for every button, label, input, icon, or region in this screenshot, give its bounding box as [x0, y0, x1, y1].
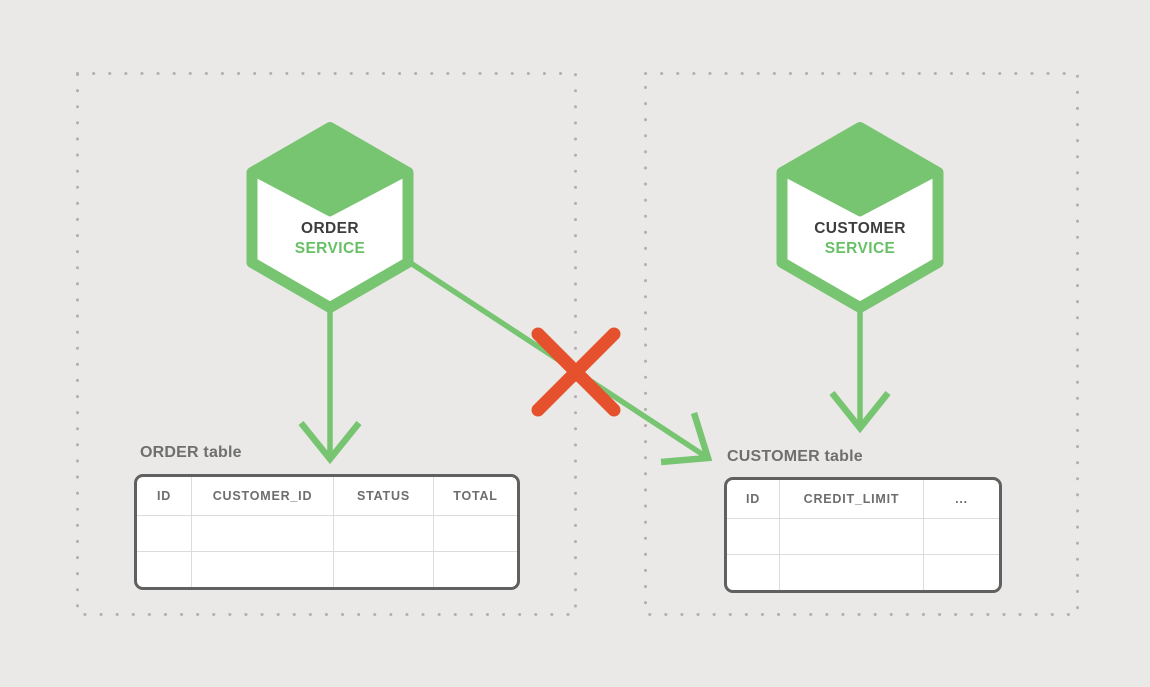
empty-cell — [780, 555, 924, 590]
hexagon-top-face — [253, 129, 407, 217]
column-header: TOTAL — [434, 477, 517, 516]
order-service-type: SERVICE — [294, 240, 366, 257]
order-table-empty-row — [137, 552, 517, 587]
customer-table-empty-row — [727, 519, 999, 555]
empty-cell — [434, 516, 517, 552]
order-service-label: ORDER SERVICE — [240, 219, 420, 259]
order-to-order-table-arrow — [298, 294, 362, 465]
customer-service-hexagon — [776, 122, 944, 313]
customer-table-empty-row — [727, 555, 999, 590]
customer-service-name: CUSTOMER — [814, 220, 906, 237]
column-header: ID — [137, 477, 192, 516]
column-header: ID — [727, 480, 780, 519]
empty-cell — [434, 552, 517, 587]
empty-cell — [780, 519, 924, 555]
empty-cell — [334, 552, 434, 587]
order-service-boundary — [76, 72, 577, 616]
empty-cell — [192, 552, 334, 587]
empty-cell — [137, 552, 192, 587]
order-table-caption: ORDER table — [140, 444, 242, 461]
empty-cell — [924, 555, 999, 590]
hexagon-top-face — [783, 129, 937, 217]
empty-cell — [727, 555, 780, 590]
column-header: STATUS — [334, 477, 434, 516]
empty-cell — [924, 519, 999, 555]
order-table-empty-row — [137, 516, 517, 552]
column-header: CREDIT_LIMIT — [780, 480, 924, 519]
customer-service-type: SERVICE — [824, 240, 896, 257]
empty-cell — [137, 516, 192, 552]
customer-service-label: CUSTOMER SERVICE — [770, 219, 950, 259]
customer-table-header-row: ID CREDIT_LIMIT ... — [727, 480, 999, 519]
order-table-header-row: ID CUSTOMER_ID STATUS TOTAL — [137, 477, 517, 516]
order-service-hexagon — [246, 122, 414, 313]
empty-cell — [727, 519, 780, 555]
customer-table-caption: CUSTOMER table — [727, 448, 863, 465]
forbidden-cross-icon — [531, 327, 621, 417]
column-header: CUSTOMER_ID — [192, 477, 334, 516]
customer-to-customer-table-arrow — [829, 294, 891, 434]
empty-cell — [334, 516, 434, 552]
customer-table: ID CREDIT_LIMIT ... — [724, 477, 1002, 593]
order-service-name: ORDER — [301, 220, 359, 237]
order-table: ID CUSTOMER_ID STATUS TOTAL — [134, 474, 520, 590]
customer-service-boundary — [644, 72, 1079, 616]
column-header: ... — [924, 480, 999, 519]
empty-cell — [192, 516, 334, 552]
